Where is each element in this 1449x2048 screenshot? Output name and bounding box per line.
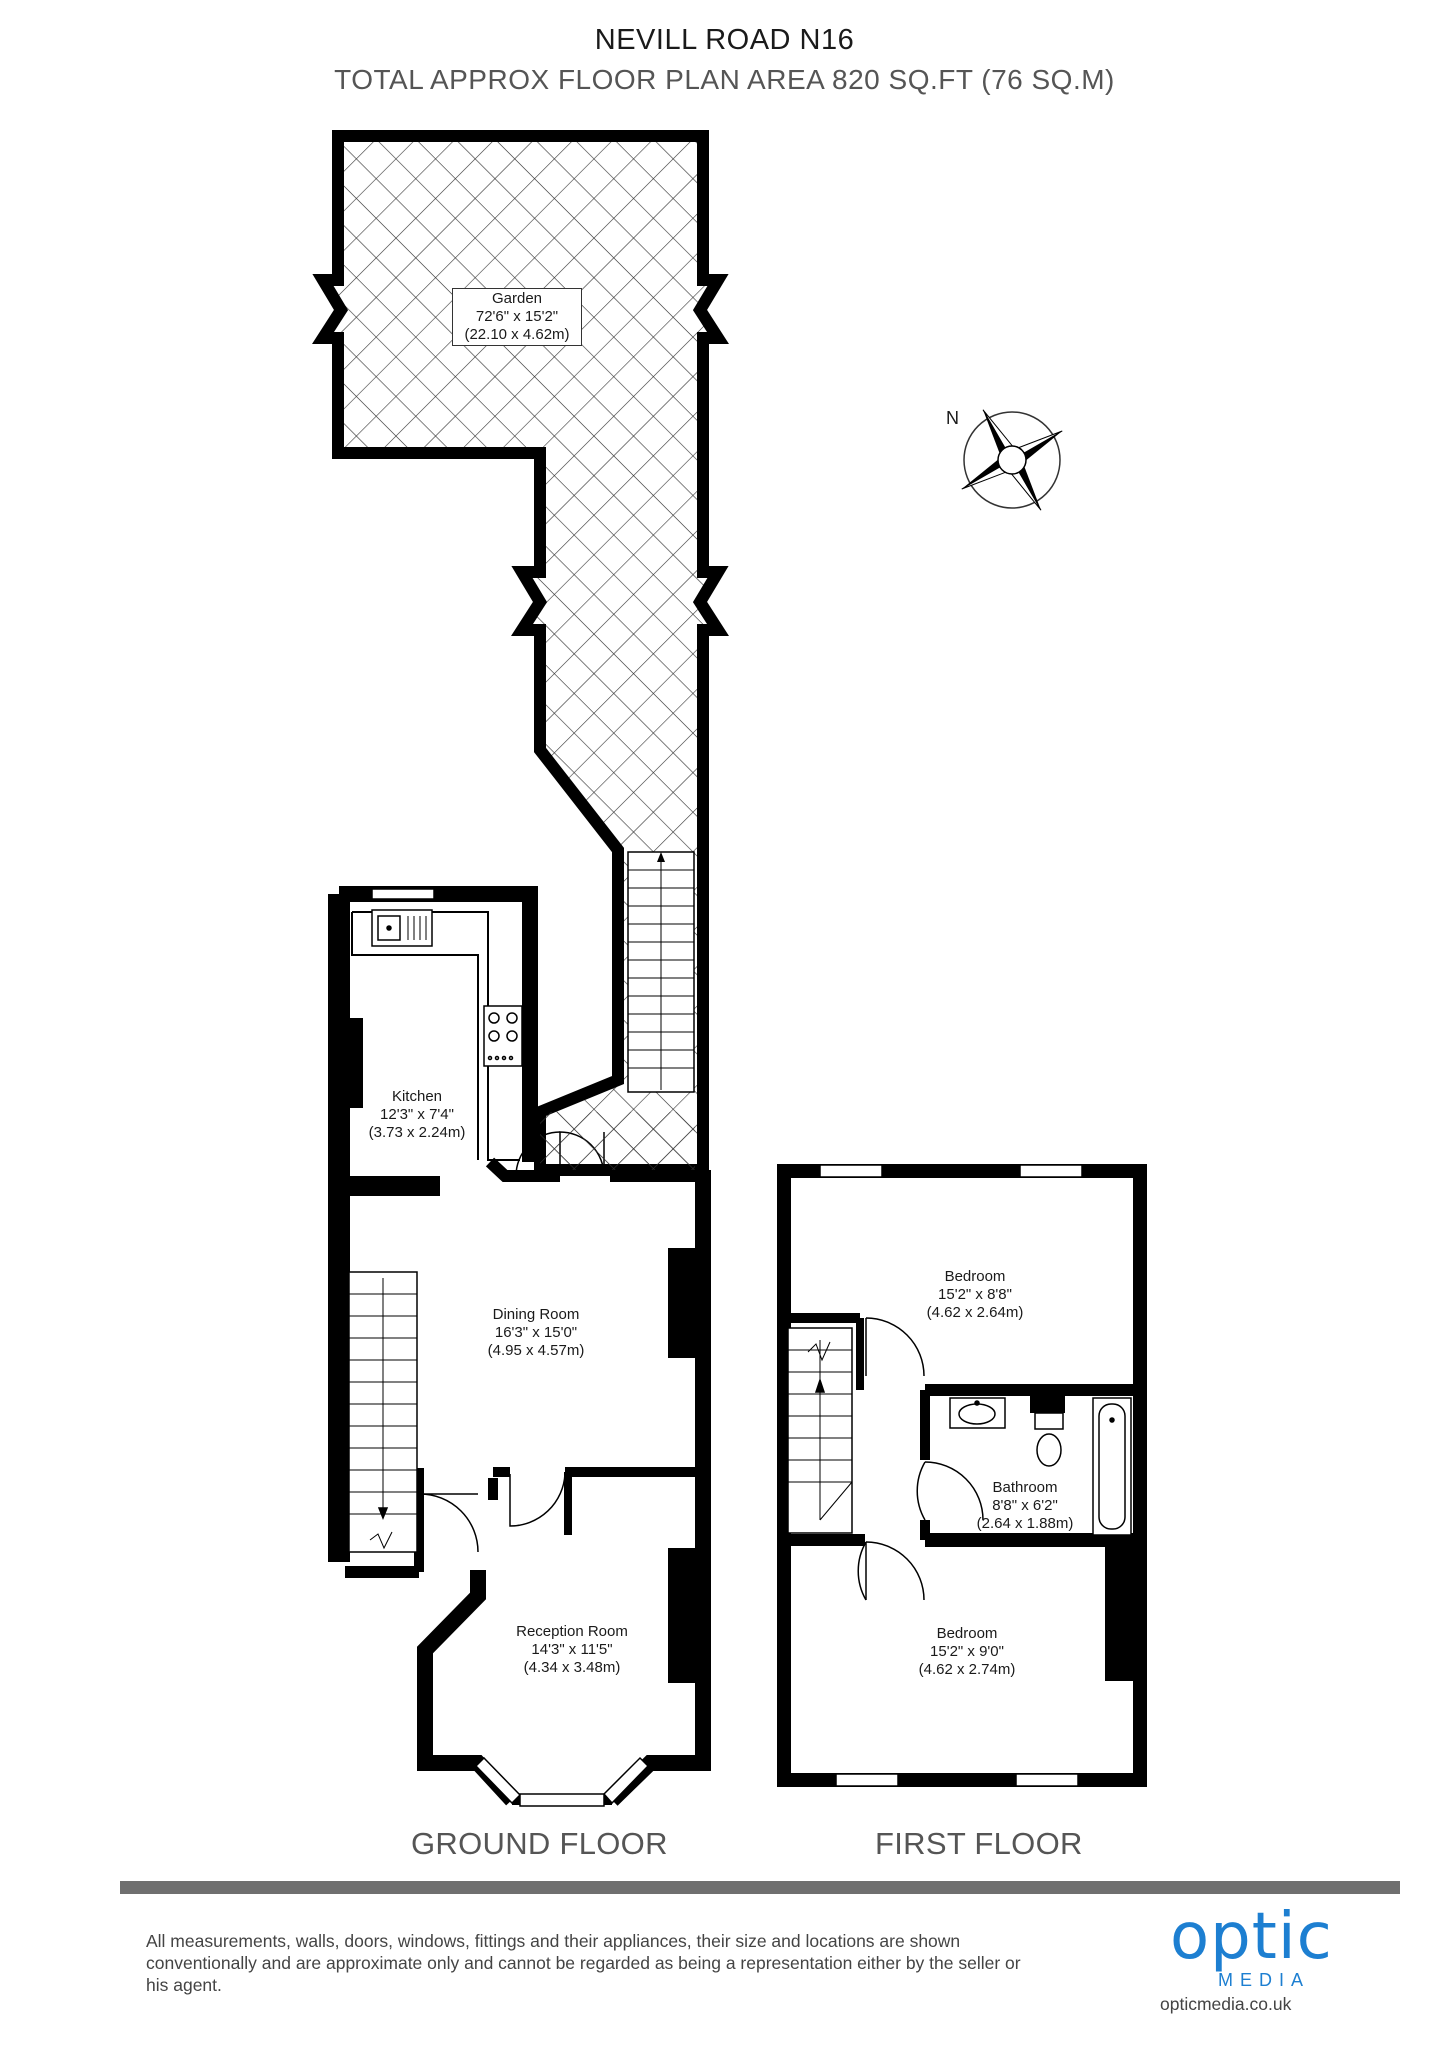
bedroom2-imperial: 15'2" x 9'0": [930, 1643, 1004, 1660]
logo-subtext: MEDIA: [1218, 1970, 1311, 1990]
room-label-bathroom: Bathroom 8'8" x 6'2" (2.64 x 1.88m): [960, 1479, 1090, 1533]
footer-divider: [120, 1881, 1400, 1894]
bedroom1-metric: (4.62 x 2.64m): [926, 1304, 1024, 1321]
logo-wordmark: optic: [1170, 1900, 1333, 1974]
bedroom2-name: Bedroom: [936, 1625, 998, 1642]
plan-title: NEVILL ROAD N16: [594, 24, 855, 56]
first-floor-fittings: [787, 1164, 1132, 1787]
garden-metric: (22.10 x 4.62m): [464, 326, 570, 343]
room-label-bedroom-1: Bedroom 15'2" x 8'8" (4.62 x 2.64m): [910, 1268, 1040, 1322]
dining-metric: (4.95 x 4.57m): [487, 1342, 585, 1359]
compass-north-label: N: [946, 408, 959, 428]
compass-rose: [961, 409, 1063, 511]
ground-floor-fittings: [348, 888, 695, 1807]
first-floor-label: FIRST FLOOR: [875, 1826, 1083, 1861]
garden-imperial: 72'6" x 15'2": [475, 308, 559, 325]
plan-subtitle: TOTAL APPROX FLOOR PLAN AREA 820 SQ.FT (…: [334, 64, 1115, 95]
room-label-kitchen: Kitchen 12'3" x 7'4" (3.73 x 2.24m): [352, 1088, 482, 1142]
bathroom-metric: (2.64 x 1.88m): [976, 1515, 1074, 1532]
optic-media-logo: optic MEDIA opticmedia.co.uk: [1160, 1900, 1360, 2020]
reception-name: Reception Room: [516, 1623, 628, 1640]
bedroom1-imperial: 15'2" x 8'8": [938, 1286, 1012, 1303]
reception-imperial: 14'3" x 11'5": [531, 1641, 613, 1658]
bedroom2-metric: (4.62 x 2.74m): [918, 1661, 1016, 1678]
bedroom1-name: Bedroom: [944, 1268, 1006, 1285]
room-label-dining: Dining Room 16'3" x 15'0" (4.95 x 4.57m): [466, 1306, 606, 1360]
kitchen-name: Kitchen: [391, 1088, 443, 1105]
room-label-reception: Reception Room 14'3" x 11'5" (4.34 x 3.4…: [502, 1623, 642, 1677]
room-label-garden: Garden 72'6" x 15'2" (22.10 x 4.62m): [452, 288, 582, 346]
bathroom-name: Bathroom: [992, 1479, 1058, 1496]
dining-name: Dining Room: [492, 1306, 580, 1323]
reception-metric: (4.34 x 3.48m): [523, 1659, 621, 1676]
room-label-bedroom-2: Bedroom 15'2" x 9'0" (4.62 x 2.74m): [902, 1625, 1032, 1679]
ground-floor-label: GROUND FLOOR: [411, 1826, 668, 1861]
kitchen-metric: (3.73 x 2.24m): [368, 1124, 466, 1141]
garden-name: Garden: [491, 290, 543, 307]
website-url: opticmedia.co.uk: [1160, 1994, 1292, 2014]
disclaimer-text: All measurements, walls, doors, windows,…: [146, 1931, 1021, 1995]
dining-imperial: 16'3" x 15'0": [494, 1324, 578, 1341]
kitchen-imperial: 12'3" x 7'4": [380, 1106, 454, 1123]
garden-area: [312, 130, 729, 1176]
bathroom-imperial: 8'8" x 6'2": [992, 1497, 1058, 1514]
